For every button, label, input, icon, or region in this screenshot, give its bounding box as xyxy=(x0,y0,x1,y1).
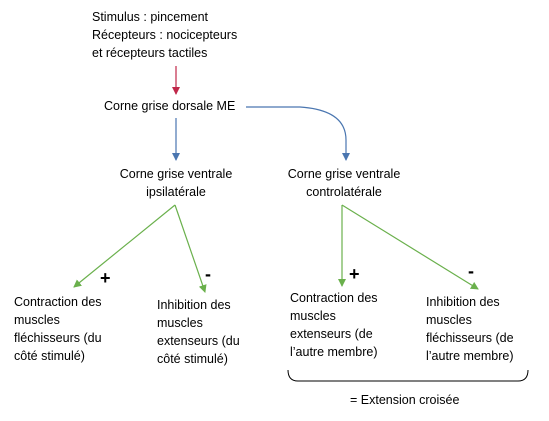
plus-sign-ipsi: + xyxy=(100,268,111,288)
outcome-contra-contraction: Contraction des muscles extenseurs (de l… xyxy=(290,291,378,359)
crossed-extension-label: = Extension croisée xyxy=(350,393,460,407)
arrow-ipsi-to-contraction xyxy=(73,204,176,288)
arrow-dorsal-to-contra xyxy=(246,106,350,161)
arrow-ipsi-to-inhibition xyxy=(174,204,207,293)
outcome-contra-inhibition: Inhibition des muscles fléchisseurs (de … xyxy=(426,295,514,363)
dorsal-horn-label: Corne grise dorsale ME xyxy=(104,99,236,113)
bracket xyxy=(287,369,529,382)
plus-sign-contra: + xyxy=(349,264,360,284)
minus-sign-contra: - xyxy=(468,261,474,281)
ventral-controlateral-label: Corne grise ventrale controlatérale xyxy=(287,167,401,199)
ventral-ipsilateral-label: Corne grise ventrale ipsilatérale xyxy=(119,167,233,199)
stimulus-text: Stimulus : pincement Récepteurs : nocice… xyxy=(92,10,238,60)
outcome-ipsi-inhibition: Inhibition des muscles extenseurs (du cô… xyxy=(157,298,240,366)
minus-sign-ipsi: - xyxy=(205,264,211,284)
outcome-ipsi-contraction: Contraction des muscles fléchisseurs (du… xyxy=(14,295,102,363)
arrow-contra-to-inhibition xyxy=(341,204,479,290)
